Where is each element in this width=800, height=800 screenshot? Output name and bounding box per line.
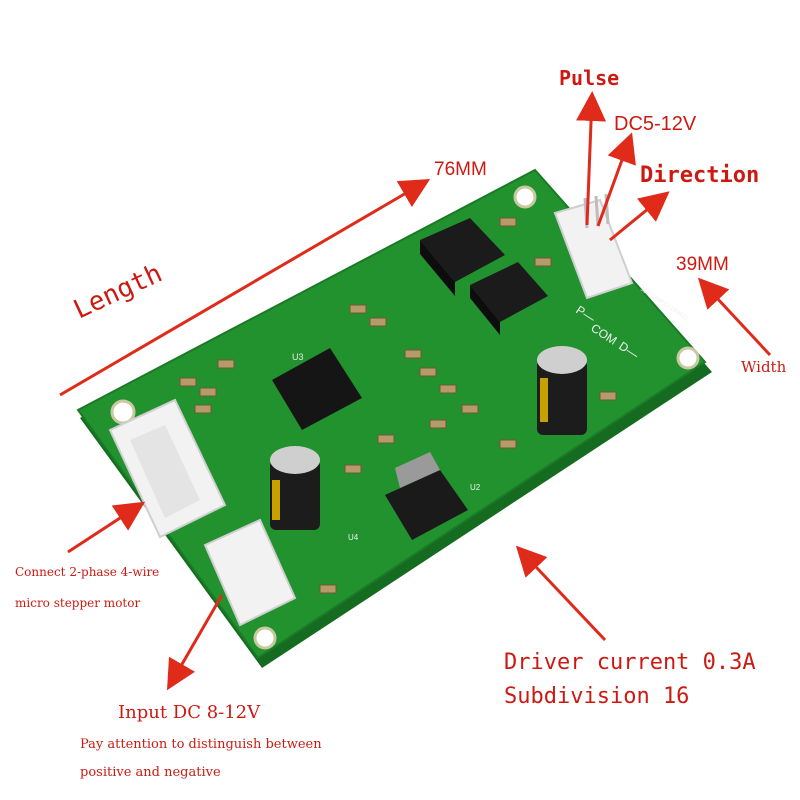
mounting-hole	[253, 626, 277, 650]
dc-arrow	[596, 132, 636, 227]
label-width-dimension: 39MM	[676, 254, 729, 275]
input-arrow	[166, 594, 224, 691]
label-dc5-12v: DC5-12V	[614, 113, 697, 135]
label-polarity-line2: positive and negative	[80, 765, 221, 780]
width-arrow	[697, 277, 772, 357]
label-motor-line2: micro stepper motor	[15, 596, 141, 610]
power-connector	[203, 518, 297, 627]
voltage-regulator	[385, 452, 468, 540]
length-arrow	[59, 178, 431, 397]
spec-arrow	[515, 545, 607, 642]
label-width: Width	[741, 358, 787, 376]
optocoupler-chip	[470, 262, 548, 335]
label-direction: Direction	[640, 163, 760, 188]
motor-arrow	[67, 501, 146, 554]
capacitor-left	[270, 446, 320, 530]
driver-ic: U3	[272, 348, 362, 430]
pulse-arrow	[576, 91, 607, 226]
silk-jp3: JP3	[620, 281, 631, 287]
mounting-hole	[676, 346, 700, 370]
mounting-hole	[513, 185, 537, 209]
silk-u3: U3	[292, 352, 304, 362]
motor-connector	[108, 398, 227, 539]
label-driver-current: Driver current 0.3A	[504, 650, 756, 675]
capacitor-right	[537, 346, 587, 435]
label-motor-line1: Connect 2-phase 4-wire	[15, 565, 160, 579]
label-input: Input DC 8-12V	[118, 702, 261, 723]
silk-u4: U4	[348, 533, 359, 542]
silk-u2: U2	[470, 483, 481, 492]
direction-arrow	[609, 191, 670, 242]
label-pulse: Pulse	[559, 66, 620, 90]
smd-components	[179, 217, 617, 594]
label-length-dimension: 76MM	[434, 159, 487, 180]
label-polarity-line1: Pay attention to distinguish between	[80, 737, 322, 752]
annotation-arrows	[59, 91, 772, 691]
optocoupler-chip	[420, 218, 505, 296]
label-subdivision: Subdivision 16	[504, 684, 690, 709]
